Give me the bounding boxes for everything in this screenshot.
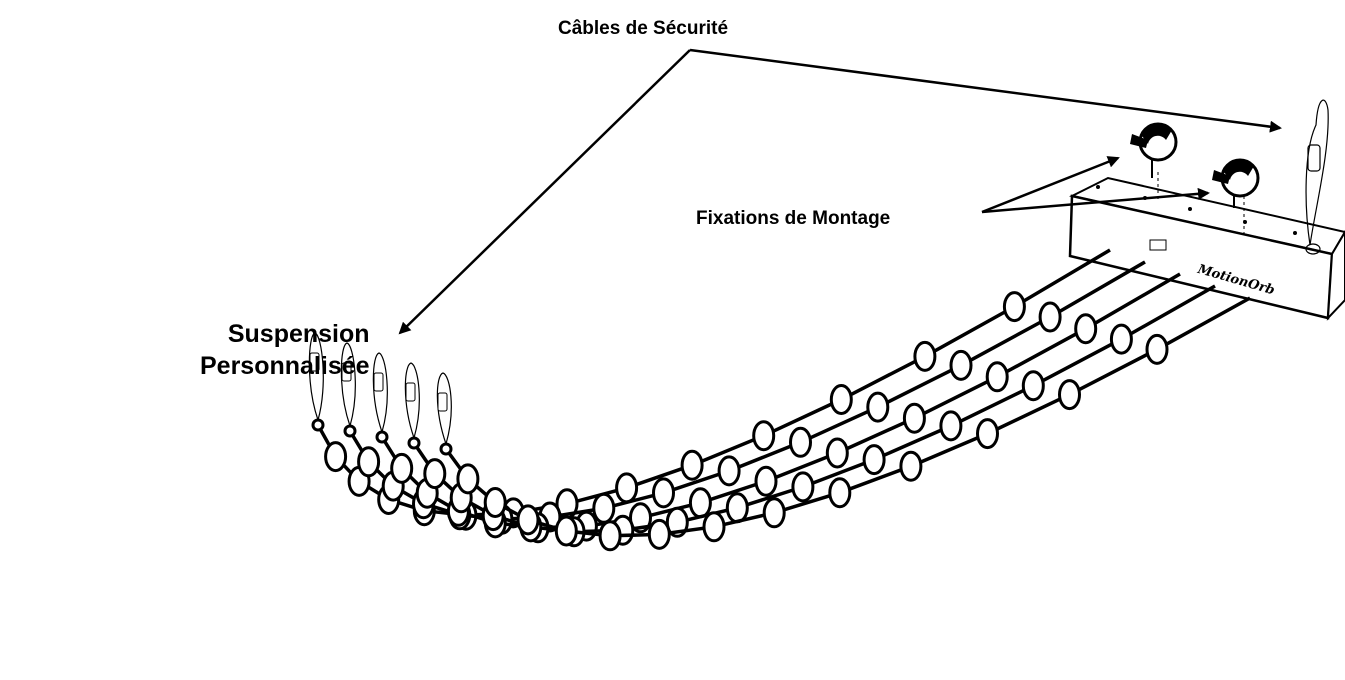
arrow-icon bbox=[398, 49, 691, 335]
orb-icon bbox=[829, 384, 853, 415]
custom-suspension-label: Suspension Personnalisée bbox=[200, 318, 370, 382]
cable-ring bbox=[311, 418, 325, 432]
orb-icon bbox=[688, 487, 712, 519]
orb-icon bbox=[828, 477, 852, 509]
cable-sleeve bbox=[341, 362, 352, 382]
orb-icon bbox=[357, 446, 381, 478]
orb-icon bbox=[789, 426, 812, 458]
orb-icon bbox=[456, 463, 480, 495]
safety-cable-icon bbox=[340, 342, 356, 427]
arrow-icon bbox=[981, 156, 1120, 214]
orb-icon bbox=[752, 420, 776, 452]
left-safety-cables bbox=[308, 332, 453, 456]
orb-icon bbox=[615, 472, 639, 504]
cable-sleeve bbox=[373, 372, 384, 392]
orb-icon bbox=[702, 511, 726, 543]
orb-icon bbox=[976, 418, 999, 450]
clamp-icon bbox=[1212, 158, 1260, 238]
orb-icon bbox=[725, 492, 749, 524]
orb-icon bbox=[1002, 291, 1026, 323]
orb-icon bbox=[902, 402, 926, 434]
orb-icon bbox=[1145, 333, 1169, 365]
custom-suspension-line2: Personnalisée bbox=[200, 352, 370, 380]
safety-cable-icon bbox=[308, 332, 324, 421]
orb-icon bbox=[762, 497, 786, 529]
cable-ring bbox=[439, 442, 453, 456]
arrow-icon bbox=[689, 48, 1282, 133]
orb-icon bbox=[516, 504, 540, 536]
cable-ring bbox=[375, 430, 389, 444]
safety-cables-label: Câbles de Sécurité bbox=[558, 18, 729, 39]
orb-icon bbox=[717, 455, 741, 487]
orb-icon bbox=[825, 437, 849, 469]
orb-icon bbox=[1109, 323, 1133, 355]
orb-icon bbox=[592, 492, 616, 524]
clamp-icon bbox=[1130, 122, 1178, 202]
cable-sleeve bbox=[309, 352, 320, 372]
orb-icon bbox=[1058, 379, 1081, 411]
orb-icon bbox=[866, 391, 890, 423]
orb-icon bbox=[949, 349, 973, 381]
orb-icon bbox=[647, 518, 671, 550]
mounting-clamps-label: Fixations de Montage bbox=[696, 208, 891, 229]
orb-icon bbox=[754, 465, 778, 497]
orb-chains bbox=[316, 248, 1251, 552]
orb-icon bbox=[939, 410, 963, 442]
safety-cable-icon bbox=[372, 352, 388, 433]
cable-sleeve bbox=[405, 382, 416, 402]
cable-ring bbox=[407, 436, 421, 450]
safety-cable-icon bbox=[404, 362, 420, 439]
arrow-icon bbox=[981, 187, 1210, 214]
orb-icon bbox=[390, 452, 414, 484]
orb-icon bbox=[598, 520, 622, 552]
orb-icon bbox=[629, 502, 652, 534]
orb-icon bbox=[1074, 313, 1098, 345]
orb-icon bbox=[423, 458, 447, 490]
orb-icon bbox=[665, 506, 689, 538]
orb-icon bbox=[1021, 370, 1045, 402]
orb-icon bbox=[554, 515, 578, 547]
mounting-bar bbox=[1068, 176, 1345, 321]
orb-icon bbox=[680, 449, 704, 481]
safety-cable-icon bbox=[436, 372, 452, 445]
orb-icon bbox=[913, 340, 937, 372]
safety-cable-icon bbox=[1305, 99, 1329, 255]
orb-icon bbox=[1038, 301, 1062, 333]
orb-icon bbox=[862, 444, 886, 476]
orb-icon bbox=[985, 361, 1009, 393]
orb-icon bbox=[791, 471, 815, 503]
orb-icon bbox=[483, 487, 507, 518]
orb-icon bbox=[899, 450, 923, 482]
orb-icon bbox=[324, 441, 348, 473]
custom-suspension-line1: Suspension bbox=[227, 320, 370, 348]
callout-arrows bbox=[398, 48, 1282, 335]
cable-ring bbox=[343, 424, 357, 438]
cable-sleeve bbox=[437, 392, 448, 412]
orb-icon bbox=[652, 477, 675, 509]
